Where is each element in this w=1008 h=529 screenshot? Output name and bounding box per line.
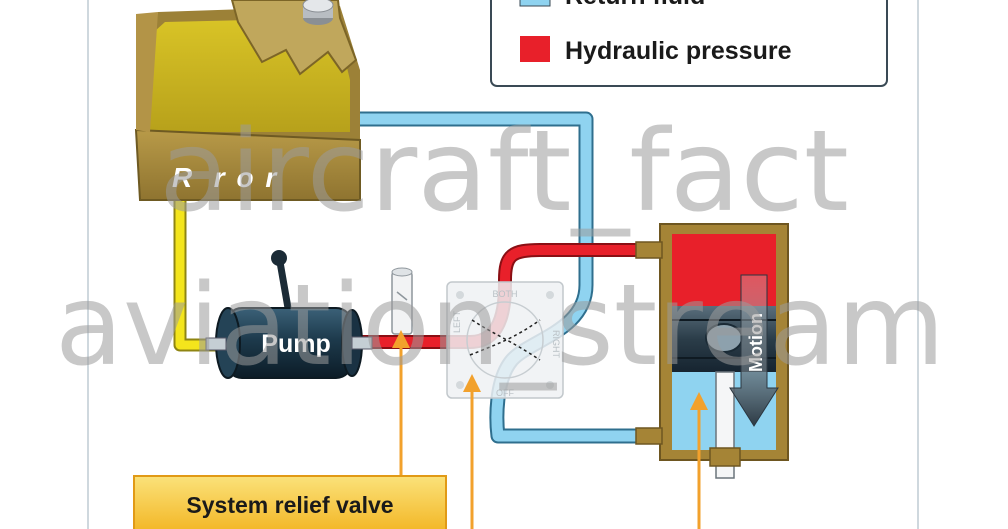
pump: Pump [205, 250, 373, 379]
callout-lines [392, 330, 708, 529]
motion-arrow-icon: Motion [729, 274, 779, 427]
callout-relief-valve: System relief valve [133, 475, 447, 529]
legend-swatch-pressure [520, 36, 550, 62]
legend-label-return: Return fluid [565, 0, 705, 10]
valve-label-left: LEFT [452, 310, 462, 333]
legend-swatch-return [519, 0, 551, 7]
pump-label: Pump [261, 330, 330, 358]
callout-relief-valve-label: System relief valve [186, 492, 393, 518]
reservoir: R r o r [134, 0, 361, 201]
valve-label-off: OFF [496, 388, 514, 398]
filler-cap-icon [302, 0, 334, 25]
selector-valve: BOTH RIGHT LEFT OFF [446, 281, 564, 399]
watermark-line-2: aviation_stream [55, 261, 945, 391]
watermark: aircraft_fact aviation_stream [55, 107, 945, 391]
watermark-line-1: aircraft_fact [159, 107, 849, 237]
legend: Return fluid Hydraulic pressure [490, 0, 888, 87]
valve-label-right: RIGHT [551, 330, 561, 359]
legend-label-pressure: Hydraulic pressure [565, 37, 792, 65]
frame-border [87, 0, 919, 529]
reservoir-label: R r o r [172, 162, 278, 193]
motion-label: Motion [746, 313, 766, 372]
valve-label-both: BOTH [492, 289, 517, 299]
relief-valve [391, 267, 413, 335]
